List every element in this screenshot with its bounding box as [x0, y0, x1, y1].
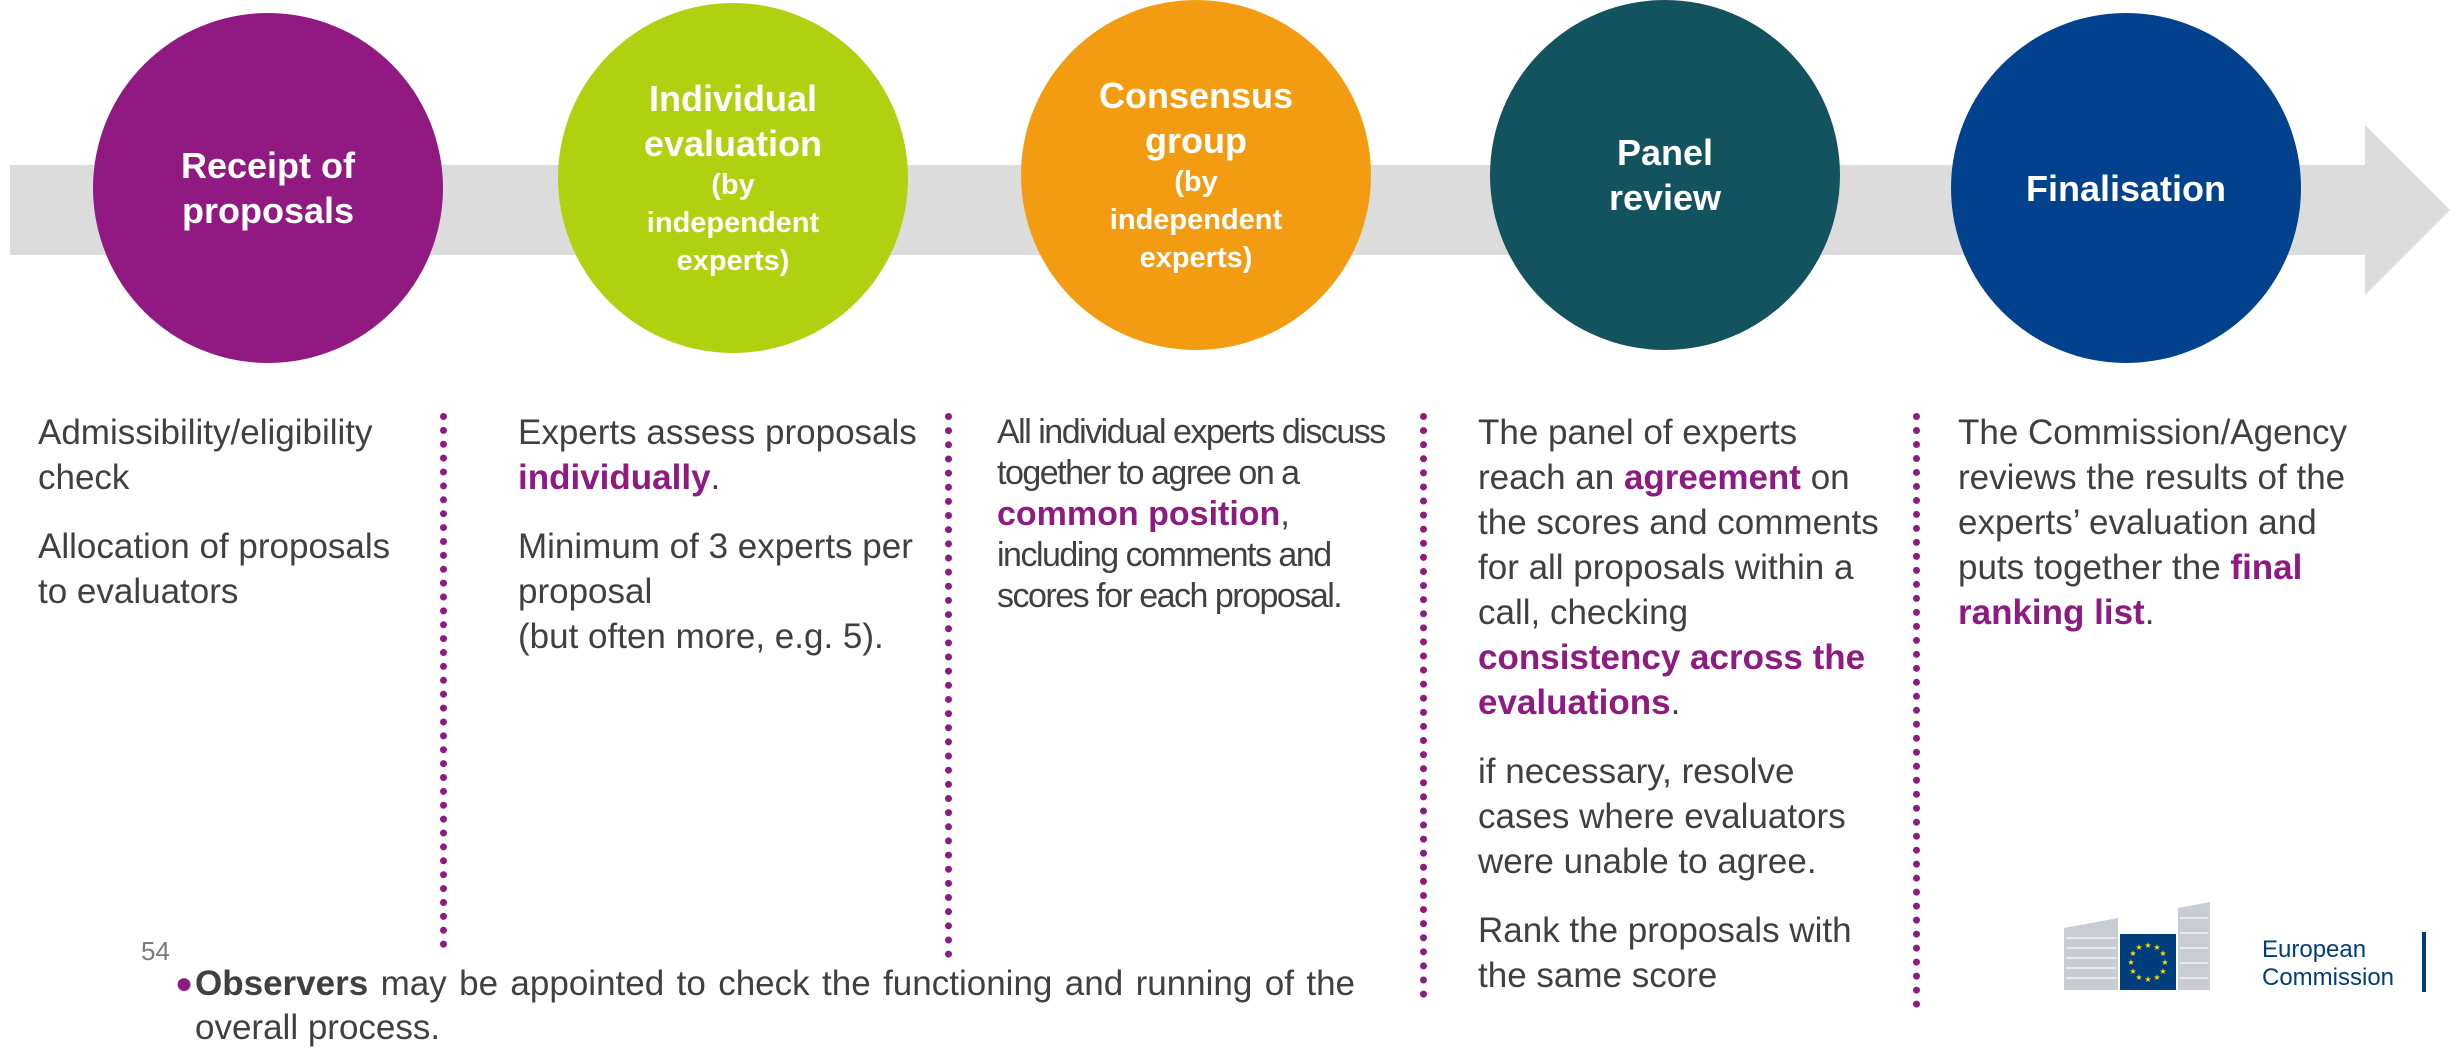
highlight-text: individually [518, 458, 711, 497]
svg-text:★: ★ [2129, 967, 2136, 976]
stage-title-line: Consensus [1098, 75, 1294, 116]
svg-text:★: ★ [2144, 941, 2151, 950]
svg-text:★: ★ [2135, 973, 2142, 982]
stage-title-line: Individual [648, 78, 817, 119]
highlight-text: agreement [1623, 458, 1801, 497]
stage-2-description: Experts assess proposals individually. M… [518, 410, 918, 659]
svg-text:★: ★ [2135, 943, 2142, 952]
highlight-text: final ranking list [1958, 548, 2303, 632]
stage-5-description: The Commission/Agency reviews the result… [1958, 410, 2388, 659]
stage-title-line: evaluation [643, 123, 823, 164]
stage-title-line: group [1145, 120, 1247, 161]
description-paragraph: Allocation of proposals to evaluators [38, 527, 391, 611]
column-divider [1913, 413, 1920, 1008]
description-paragraph: The panel of experts reach an agreement … [1478, 413, 1879, 722]
stage-title-line: Receipt of [180, 145, 356, 186]
stage-subtitle-line: experts) [1139, 242, 1253, 274]
note-bold: Observers [195, 964, 369, 1003]
column-divider [440, 413, 447, 948]
stage-receipt-of-proposals: Receipt of proposals [93, 13, 443, 363]
stage-finalisation: Finalisation [1951, 13, 2301, 363]
bullet-icon: ● [175, 967, 194, 1000]
description-paragraph: Admissibility/eligibility check [38, 413, 373, 497]
description-paragraph: All individual experts discuss together … [997, 413, 1386, 615]
stage-subtitle-line: experts) [676, 245, 790, 277]
stage-panel-review: Panel review [1490, 0, 1840, 350]
description-paragraph: Experts assess proposals individually. [518, 413, 917, 497]
stage-subtitle-line: (by [1174, 166, 1218, 198]
svg-text:★: ★ [2144, 975, 2151, 984]
stage-1-description: Admissibility/eligibility check Allocati… [38, 410, 428, 638]
column-divider [945, 413, 952, 958]
stage-individual-evaluation: Individual evaluation (by independent ex… [558, 3, 908, 353]
logo-wordmark: European Commission [2262, 936, 2394, 992]
description-paragraph: if necessary, resolve cases where evalua… [1478, 752, 1846, 881]
logo-line: European [2262, 936, 2367, 963]
logo-line: Commission [2262, 964, 2395, 991]
stage-4-description: The panel of experts reach an agreement … [1478, 410, 1888, 1022]
description-paragraph: Rank the proposals with the same score [1478, 911, 1852, 995]
highlight-text: consistency across the evaluations [1478, 638, 1866, 722]
stage-title-line: proposals [181, 190, 355, 231]
highlight-text: common position [997, 495, 1281, 533]
svg-text:★: ★ [2161, 958, 2168, 967]
european-commission-logo: ★★★ ★★★ ★★★ ★★★ [2064, 902, 2426, 992]
svg-text:★: ★ [2159, 967, 2166, 976]
stage-title-line: Finalisation [2025, 167, 2227, 209]
note-text: may be appointed to check the functionin… [195, 964, 1355, 1047]
column-divider [1420, 413, 1427, 998]
svg-text:★: ★ [2129, 949, 2136, 958]
stage-3-description: All individual experts discuss together … [997, 412, 1407, 641]
stage-subtitle-line: independent [646, 207, 820, 239]
svg-text:★: ★ [2127, 958, 2134, 967]
svg-text:★: ★ [2159, 949, 2166, 958]
svg-text:★: ★ [2153, 943, 2160, 952]
description-paragraph: Minimum of 3 experts per proposal(but of… [518, 527, 913, 656]
stage-subtitle-line: (by [711, 169, 755, 201]
description-paragraph: The Commission/Agency reviews the result… [1958, 413, 2348, 632]
stage-consensus-group: Consensus group (by independent experts) [1021, 0, 1371, 350]
stage-title-line: review [1608, 177, 1722, 218]
stage-subtitle-line: independent [1109, 204, 1283, 236]
observers-note: ● Observers may be appointed to check th… [175, 962, 1355, 1050]
page-number: 54 [141, 936, 170, 966]
stage-title-line: Panel [1616, 132, 1714, 173]
svg-text:★: ★ [2153, 973, 2160, 982]
